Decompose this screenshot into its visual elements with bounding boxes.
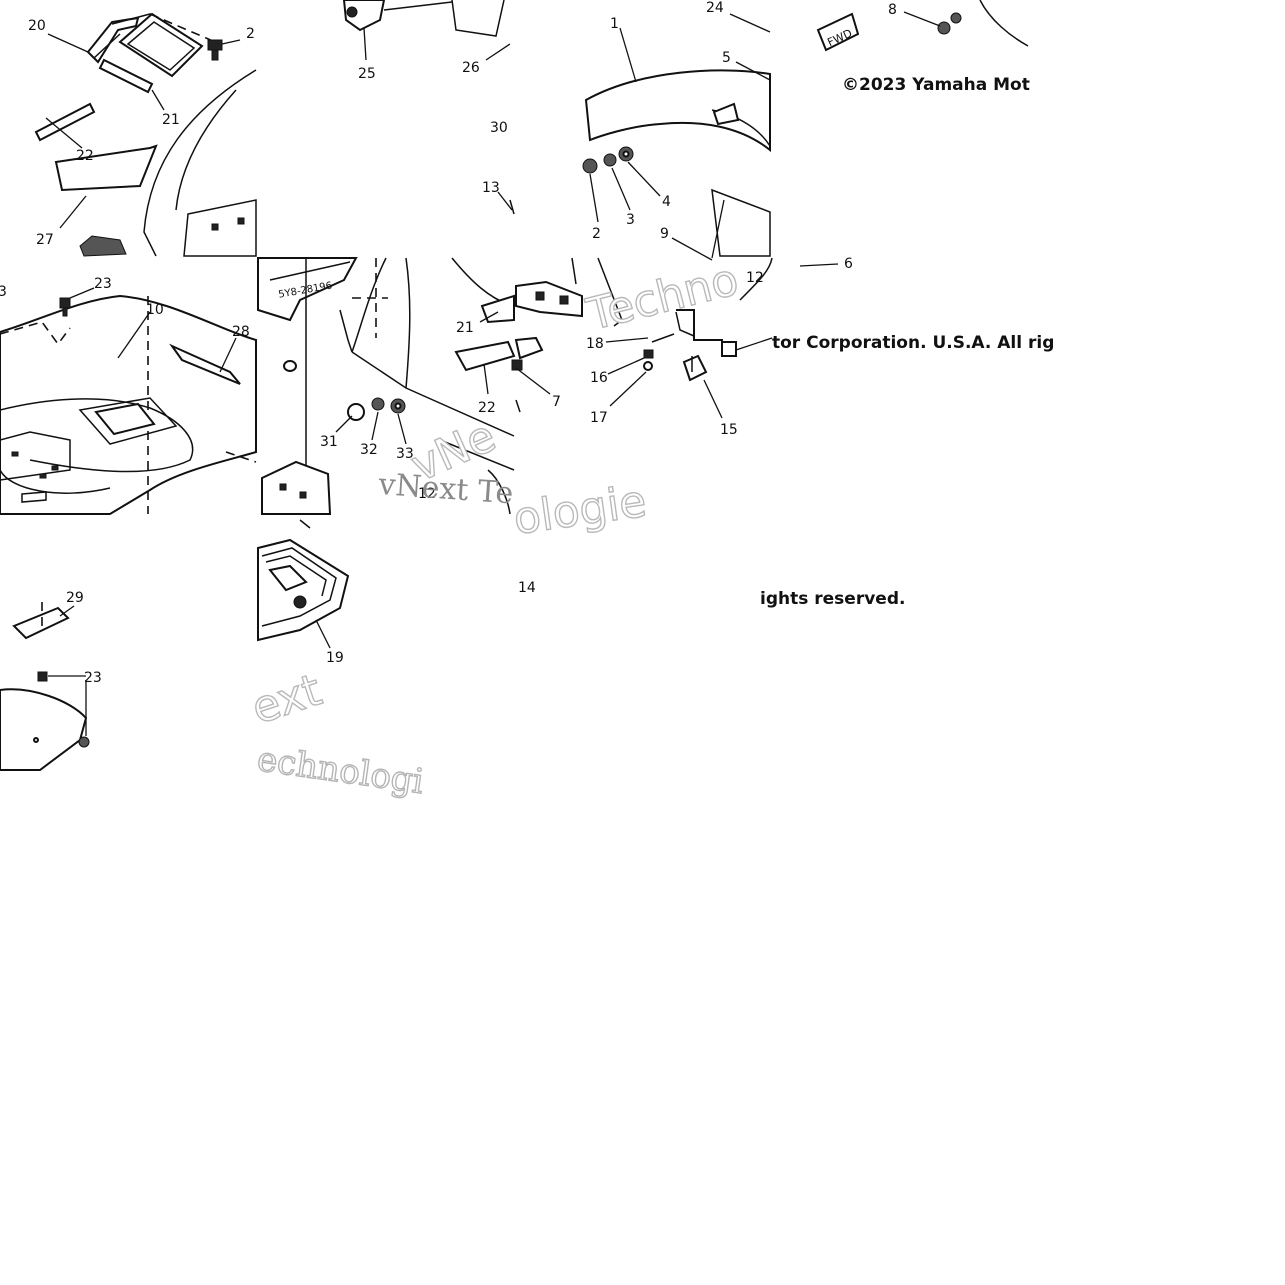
- callout-14: 14: [518, 580, 536, 596]
- callout-9: 9: [660, 226, 669, 242]
- callout-1: 1: [610, 16, 619, 32]
- callout-4: 4: [662, 194, 671, 210]
- callout-labels: 20 2 21 22 27 25 26 30 13 1 24 5 8 2 3 4…: [0, 0, 897, 686]
- tile-top-right-middle: [582, 69, 771, 257]
- callout-25: 25: [358, 66, 376, 82]
- copyright-fragment-bottom: ights reserved.: [760, 589, 905, 609]
- callout-23-mid: 23: [94, 276, 112, 292]
- callout-21-top: 21: [162, 112, 180, 128]
- bracket-21-part: [98, 58, 154, 94]
- callout-26: 26: [462, 60, 480, 76]
- callout-2-top: 2: [246, 26, 255, 42]
- watermark-fragment-vnext: vNext Te: [376, 467, 514, 511]
- callout-17: 17: [590, 410, 608, 426]
- callout-22-mid: 22: [478, 400, 496, 416]
- bracket-21b-part: [480, 294, 515, 324]
- callout-23-bottom: 23: [84, 670, 102, 686]
- tile-top-left: [34, 12, 257, 257]
- copyright-fragment-middle: tor Corporation. U.S.A. All rig: [772, 333, 1054, 353]
- tool-box-19-part: [257, 538, 350, 642]
- bar-22b-part: [454, 340, 516, 372]
- front-fender-part: [584, 69, 771, 153]
- tile-center: 5Y8-28196: [257, 257, 516, 515]
- callout-30: 30: [490, 120, 508, 136]
- fwd-decal-part: [816, 12, 860, 52]
- callout-22-top: 22: [76, 148, 94, 164]
- callout-29: 29: [66, 590, 84, 606]
- callout-18: 18: [586, 336, 604, 352]
- tile-bottom-left: [0, 602, 90, 771]
- callout-27: 27: [36, 232, 54, 248]
- bar-22-part: [34, 102, 96, 142]
- tile-bottom-center: [257, 519, 350, 642]
- tile-middle-right: [511, 257, 773, 413]
- bracket-15-part: [676, 309, 737, 357]
- rear-fender-part: [257, 257, 358, 322]
- callout-13: 13: [482, 180, 500, 196]
- callout-7: 7: [552, 394, 561, 410]
- callout-15: 15: [720, 422, 738, 438]
- callout-12-top: 12: [746, 270, 764, 286]
- callout-28: 28: [232, 324, 250, 340]
- tile-top-middle: [342, 0, 515, 215]
- callout-6: 6: [844, 256, 853, 272]
- callout-20: 20: [28, 18, 46, 34]
- callout-10: 10: [146, 302, 164, 318]
- mount-bracket-part: [515, 280, 583, 318]
- watermark-fragment-techno: Techno: [581, 254, 743, 341]
- callout-32: 32: [360, 442, 378, 458]
- watermark-fragment-echnologi: echnologi: [255, 739, 426, 802]
- callout-3: 3: [626, 212, 635, 228]
- copyright-fragment-top: ©2023 Yamaha Mot: [842, 75, 1030, 95]
- watermark-fragment-ext: ext: [246, 664, 328, 734]
- callout-12-mid: 12: [418, 486, 436, 502]
- watermark-fragment-ologie: ologie: [510, 476, 649, 545]
- decal-27-part: [54, 144, 158, 192]
- tile-top-right: FWD: [816, 0, 1029, 52]
- rack-bracket-part: [261, 460, 332, 515]
- callout-3-left: 3: [0, 284, 7, 300]
- callout-19: 19: [326, 650, 344, 666]
- tile-middle-left: [0, 294, 257, 515]
- tool-box-frame-part: [118, 12, 204, 78]
- callout-33: 33: [396, 446, 414, 462]
- callout-31: 31: [320, 434, 338, 450]
- pad-29-part: [12, 606, 70, 640]
- callout-5: 5: [722, 50, 731, 66]
- callout-16: 16: [590, 370, 608, 386]
- callout-2: 2: [592, 226, 601, 242]
- decal-28-part: [169, 343, 241, 385]
- callout-8: 8: [888, 2, 897, 18]
- leader-lines: [45, 11, 941, 736]
- callout-24: 24: [706, 0, 724, 16]
- callout-21-mid: 21: [456, 320, 474, 336]
